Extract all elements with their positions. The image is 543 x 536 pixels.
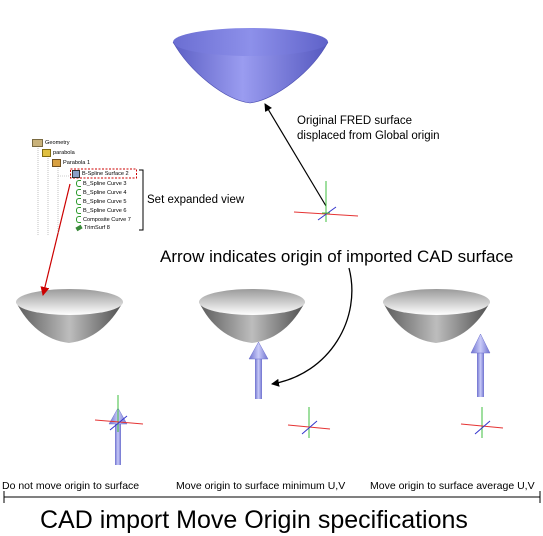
caption-min-uv: Move origin to surface minimum U,V	[176, 480, 346, 492]
tree-item-label: Geometry	[45, 140, 70, 147]
trimsurf-icon	[75, 224, 83, 231]
fred-pointer-arrow	[264, 103, 327, 207]
tree-item-label: B_Spline Curve 6	[83, 207, 127, 214]
fred-surface-note: Original FRED surface displaced from Glo…	[297, 114, 440, 144]
curve-icon	[76, 216, 81, 223]
set-expanded-note: Set expanded view	[147, 194, 245, 206]
curve-icon	[76, 189, 81, 196]
fred-note-line-1: Original FRED surface	[297, 115, 413, 127]
tree-item-parabola-1[interactable]: Parabola 1	[52, 159, 90, 167]
tree-item-parabola[interactable]: parabola	[42, 149, 75, 157]
curved-pointer-arrow	[271, 267, 353, 387]
global-origin-axes	[293, 181, 359, 222]
element-icon	[52, 159, 61, 167]
cad-surface-2	[199, 289, 305, 343]
tree-item-label: TrimSurf 8	[84, 225, 110, 231]
tree-item-label: Parabola 1	[63, 160, 91, 167]
cad-surface-3	[383, 289, 490, 343]
tree-item-label: Composite Curve 7	[83, 216, 131, 223]
arrow-origin-note: Arrow indicates origin of imported CAD s…	[160, 247, 514, 266]
cad-surface-1	[16, 289, 123, 343]
tree-item-geometry[interactable]: Geometry	[32, 139, 70, 147]
page-title: CAD import Move Origin specifications	[40, 506, 468, 534]
tree-item-label: B-Spline Surface 2	[82, 171, 129, 178]
tree-item-bspline-surface-2[interactable]: B-Spline Surface 2	[72, 170, 129, 178]
selection-pointer-arrow	[40, 183, 71, 296]
curve-icon	[76, 207, 81, 214]
caption-avg-uv: Move origin to surface average U,V	[370, 480, 535, 492]
axes-triad-2	[287, 407, 331, 438]
assembly-icon	[42, 149, 51, 157]
geometry-tree: Geometry parabola Parabola 1 B-Spline Su…	[30, 136, 145, 236]
caption-divider	[3, 491, 541, 503]
tree-item-curve-3[interactable]: B_Spline Curve 3	[76, 180, 127, 187]
tree-item-composite-curve-7[interactable]: Composite Curve 7	[76, 216, 131, 223]
tree-item-curve-6[interactable]: B_Spline Curve 6	[76, 207, 127, 214]
tree-item-label: B_Spline Curve 3	[83, 180, 127, 187]
origin-arrow-3	[470, 333, 491, 397]
tree-item-curve-4[interactable]: B_Spline Curve 4	[76, 189, 127, 196]
curve-icon	[76, 198, 81, 205]
caption-no-move: Do not move origin to surface	[2, 480, 140, 492]
fred-surface	[172, 28, 329, 104]
curve-icon	[76, 180, 81, 187]
tree-lines	[37, 146, 137, 236]
fred-note-line-2: displaced from Global origin	[297, 130, 440, 142]
axes-triad-1	[94, 395, 144, 432]
geometry-folder-icon	[32, 139, 43, 147]
tree-item-label: B_Spline Curve 5	[83, 198, 127, 205]
axes-triad-3	[460, 407, 504, 438]
tree-item-label: B_Spline Curve 4	[83, 189, 127, 196]
tree-item-trimsurf-8[interactable]: TrimSurf 8	[75, 224, 110, 231]
spline-surface-icon	[72, 170, 80, 178]
tree-item-curve-5[interactable]: B_Spline Curve 5	[76, 198, 127, 205]
expanded-bracket	[139, 169, 144, 231]
tree-item-label: parabola	[53, 150, 75, 157]
origin-arrow-2	[248, 341, 269, 399]
